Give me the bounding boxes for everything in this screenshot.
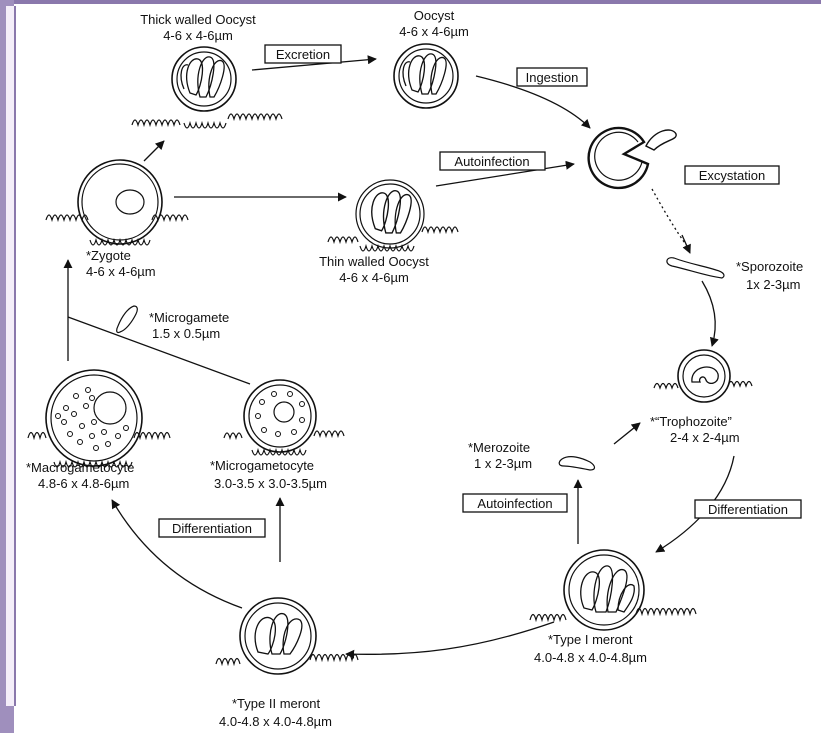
thin-walled-oocyst bbox=[327, 179, 459, 252]
arrow-excystation bbox=[681, 234, 691, 254]
trophozoite-name: *“Trophozoite” bbox=[650, 414, 732, 429]
excretion-box bbox=[264, 44, 342, 64]
excretion-label: Excretion bbox=[276, 47, 330, 62]
thick-oocyst-name: Thick walled Oocyst bbox=[140, 12, 256, 27]
thin-oocyst-size: 4-6 x 4-6µm bbox=[339, 270, 409, 285]
arrow-zygote-thick bbox=[143, 140, 165, 162]
life-cycle-diagram: Excretion Ingestion Autoinfection Excyst… bbox=[14, 4, 821, 733]
sporozoite-size: 1x 2-3µm bbox=[746, 277, 800, 292]
type2-meront-size: 4.0-4.8 x 4.0-4.8µm bbox=[219, 714, 332, 729]
arrow-differentiation-left bbox=[111, 499, 243, 609]
sporozoite-name: *Sporozoite bbox=[736, 259, 803, 274]
thin-oocyst-name: Thin walled Oocyst bbox=[319, 254, 429, 269]
arrow-merozoite-troph bbox=[613, 422, 641, 445]
thick-walled-oocyst bbox=[131, 46, 283, 129]
merozoite-size: 1 x 2-3µm bbox=[474, 456, 532, 471]
macrogametocyte bbox=[27, 369, 171, 468]
microgametocyte bbox=[223, 379, 345, 456]
arrow-sporozoite-troph bbox=[701, 280, 719, 347]
type1-meront-size: 4.0-4.8 x 4.0-4.8µm bbox=[534, 650, 647, 665]
arrow-ingestion bbox=[475, 75, 591, 129]
left-border bbox=[0, 0, 16, 733]
differentiation-right-label: Differentiation bbox=[708, 502, 788, 517]
microgamete-name: *Microgamete bbox=[149, 310, 229, 325]
differentiation-left-box bbox=[158, 518, 266, 538]
oocyst-size: 4-6 x 4-6µm bbox=[399, 24, 469, 39]
arrow-type1-type2 bbox=[345, 621, 555, 659]
autoinfection-bottom-label: Autoinfection bbox=[477, 496, 552, 511]
ingestion-label: Ingestion bbox=[526, 70, 579, 85]
autoinfection-top-label: Autoinfection bbox=[454, 154, 529, 169]
differentiation-left-label: Differentiation bbox=[172, 521, 252, 536]
oocyst bbox=[393, 43, 459, 109]
zygote-size: 4-6 x 4-6µm bbox=[86, 264, 156, 279]
microgametocyte-name: *Microgametocyte bbox=[210, 458, 314, 473]
thick-oocyst-size: 4-6 x 4-6µm bbox=[163, 28, 233, 43]
differentiation-right-box bbox=[694, 499, 802, 519]
autoinfection-bottom-box bbox=[462, 493, 568, 513]
merozoite bbox=[558, 456, 596, 471]
type1-meront-name: *Type I meront bbox=[548, 632, 633, 647]
process-labels: Excretion Ingestion Autoinfection Excyst… bbox=[158, 44, 802, 538]
oocyst-name: Oocyst bbox=[414, 8, 455, 23]
merozoite-name: *Merozoite bbox=[468, 440, 530, 455]
macrogametocyte-name: *Macrogametocyte bbox=[26, 460, 134, 475]
trophozoite-size: 2-4 x 2-4µm bbox=[670, 430, 740, 445]
ingestion-box bbox=[516, 67, 588, 87]
zygote-name: *Zygote bbox=[86, 248, 131, 263]
macrogametocyte-size: 4.8-6 x 4.8-6µm bbox=[38, 476, 129, 491]
stage-labels: Thick walled Oocyst 4-6 x 4-6µm Oocyst 4… bbox=[26, 8, 803, 729]
line-microgamete bbox=[67, 316, 251, 385]
excystation-label: Excystation bbox=[699, 168, 765, 183]
cycle-arrows bbox=[63, 55, 735, 659]
type-ii-meront bbox=[215, 597, 359, 675]
type-i-meront bbox=[529, 549, 697, 631]
microgamete-size: 1.5 x 0.5µm bbox=[152, 326, 220, 341]
arrow-excretion bbox=[251, 55, 377, 71]
microgametocyte-size: 3.0-3.5 x 3.0-3.5µm bbox=[214, 476, 327, 491]
excysting-oocyst bbox=[587, 126, 677, 190]
arrow-autoinfection-top bbox=[435, 160, 575, 187]
top-border bbox=[0, 0, 821, 4]
autoinfection-top-box bbox=[439, 151, 546, 171]
trophozoite bbox=[653, 349, 753, 403]
sporozoite bbox=[666, 257, 725, 279]
microgamete bbox=[116, 305, 138, 334]
excystation-box bbox=[684, 165, 780, 185]
type2-meront-name: *Type II meront bbox=[232, 696, 321, 711]
zygote bbox=[45, 159, 189, 246]
